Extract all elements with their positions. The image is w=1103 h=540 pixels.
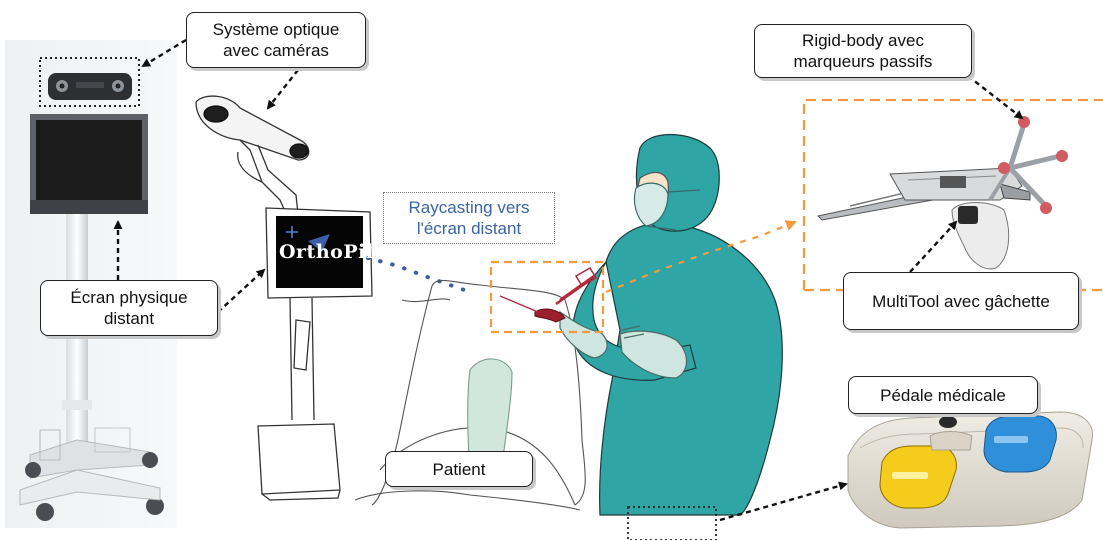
camera-highlight bbox=[39, 57, 140, 107]
zoom-box bbox=[802, 98, 1103, 290]
label-rigid-body-line2: marqueurs passifs bbox=[793, 52, 933, 71]
label-remote-screen-line1: Écran physique bbox=[70, 288, 188, 307]
surgeon bbox=[559, 133, 783, 516]
tool-highlight bbox=[489, 260, 605, 334]
label-camera-system-line1: Système optique bbox=[212, 20, 340, 39]
label-multitool-text: MultiTool avec gâchette bbox=[872, 291, 1050, 311]
medical-pedal bbox=[847, 411, 1094, 529]
multitool-zoom bbox=[816, 116, 1068, 270]
surgical-tool-sketch bbox=[499, 266, 598, 323]
label-camera-system-line2: avec caméras bbox=[223, 41, 329, 60]
label-raycasting-line1: Raycasting vers bbox=[408, 198, 530, 217]
callout-arrows bbox=[113, 38, 1024, 522]
raycast-line bbox=[366, 256, 472, 294]
sketch-screen bbox=[276, 216, 363, 288]
label-raycasting: Raycasting vers l'écran distant bbox=[383, 192, 555, 244]
label-rigid-body-line1: Rigid-body avec bbox=[802, 31, 924, 50]
label-pedal-text: Pédale médicale bbox=[880, 385, 1006, 405]
label-remote-screen: Écran physique distant bbox=[40, 280, 218, 336]
label-pedal: Pédale médicale bbox=[848, 376, 1038, 414]
label-patient-text: Patient bbox=[432, 459, 486, 479]
trigger-icon bbox=[958, 206, 978, 224]
screen-brand-text: OrthoPilot bbox=[279, 241, 396, 263]
label-camera-system: Système optique avec caméras bbox=[186, 12, 366, 68]
label-multitool: MultiTool avec gâchette bbox=[843, 272, 1079, 330]
empty-dotted-box bbox=[627, 506, 717, 540]
label-rigid-body: Rigid-body avec marqueurs passifs bbox=[754, 24, 972, 78]
sketch-camera-arm bbox=[195, 95, 373, 501]
label-raycasting-line2: l'écran distant bbox=[416, 219, 522, 238]
navigation-tower bbox=[5, 40, 177, 528]
label-remote-screen-line2: distant bbox=[103, 309, 155, 328]
label-patient: Patient bbox=[385, 451, 533, 487]
